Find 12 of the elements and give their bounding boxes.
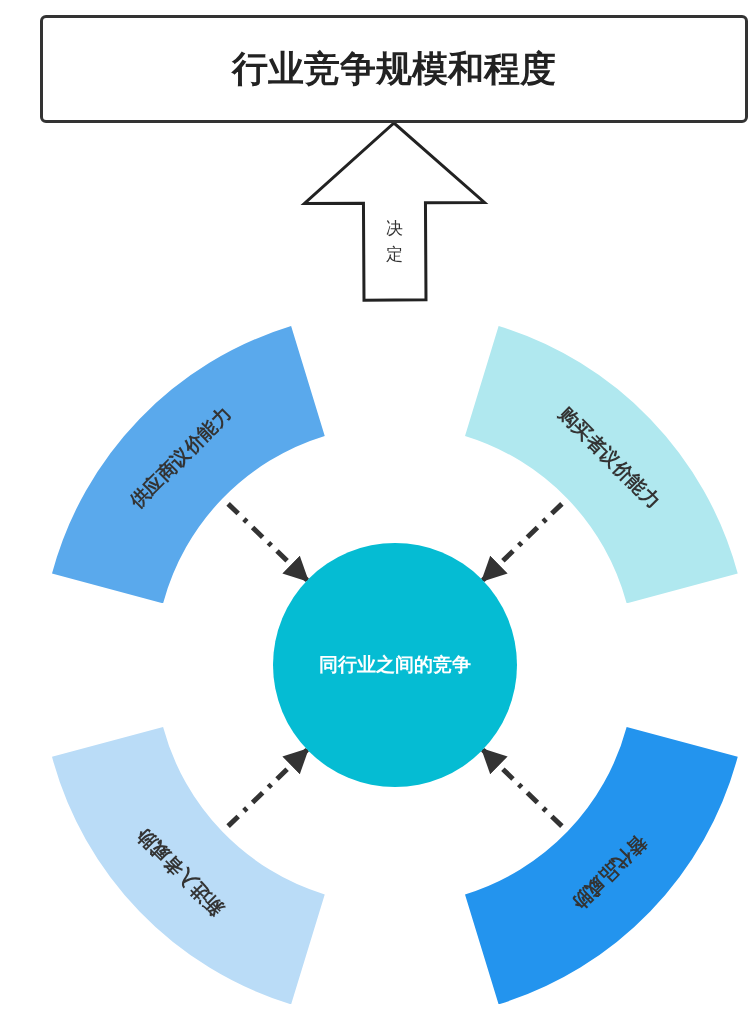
segment-label: 购买者议价能力 xyxy=(554,402,665,515)
arrow xyxy=(480,747,564,828)
segment-label: 替代品威胁 xyxy=(567,830,652,916)
title-text: 行业竞争规模和程度 xyxy=(232,47,556,91)
arrow xyxy=(480,502,564,583)
title-box xyxy=(40,15,748,123)
segment-label: 供应商议价能力 xyxy=(125,402,236,515)
block-arrow xyxy=(300,121,489,302)
arrow xyxy=(226,502,310,583)
segment-label: 新进入者威胁 xyxy=(131,823,230,922)
circle-label: 同行业之间的竞争 xyxy=(319,652,471,677)
arrow xyxy=(226,747,310,828)
